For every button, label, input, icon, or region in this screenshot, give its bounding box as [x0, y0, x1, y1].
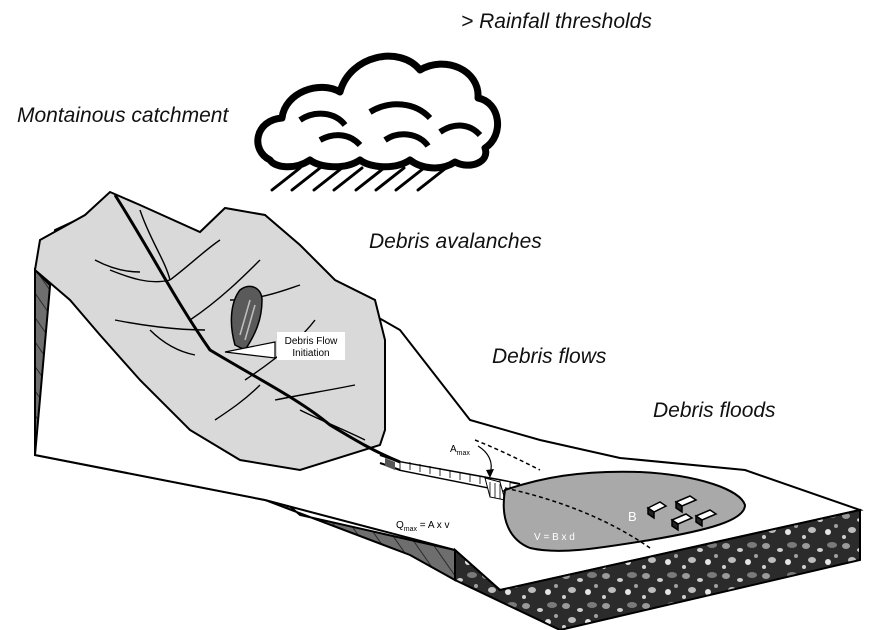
- fan-label-b: B: [628, 509, 637, 524]
- qmax-formula: Qmax = A x v: [396, 520, 450, 533]
- block-front-face: [454, 508, 861, 630]
- rain-cloud-icon: [254, 52, 502, 172]
- debris-flows-label: Debris flows: [492, 345, 607, 368]
- houses-icon: [646, 495, 718, 532]
- initiation-scar: [230, 285, 263, 351]
- initiation-label-line1: Debris Flow: [285, 336, 339, 347]
- debris-fan: [502, 470, 747, 552]
- initiation-label-line2: Initiation: [292, 348, 329, 359]
- debris-floods-label: Debris floods: [653, 399, 776, 422]
- initiation-label: Debris Flow Initiation: [277, 332, 345, 360]
- debris-avalanches-label: Debris avalanches: [369, 230, 542, 253]
- initiation-arrow-icon: [224, 341, 276, 359]
- rainfall-thresholds-label: > Rainfall thresholds: [461, 10, 652, 33]
- catchment-label: Montainous catchment: [17, 104, 229, 127]
- amax-label: Amax: [450, 444, 470, 457]
- rain-streaks: [270, 166, 448, 192]
- volume-formula: V = B x d: [534, 532, 575, 543]
